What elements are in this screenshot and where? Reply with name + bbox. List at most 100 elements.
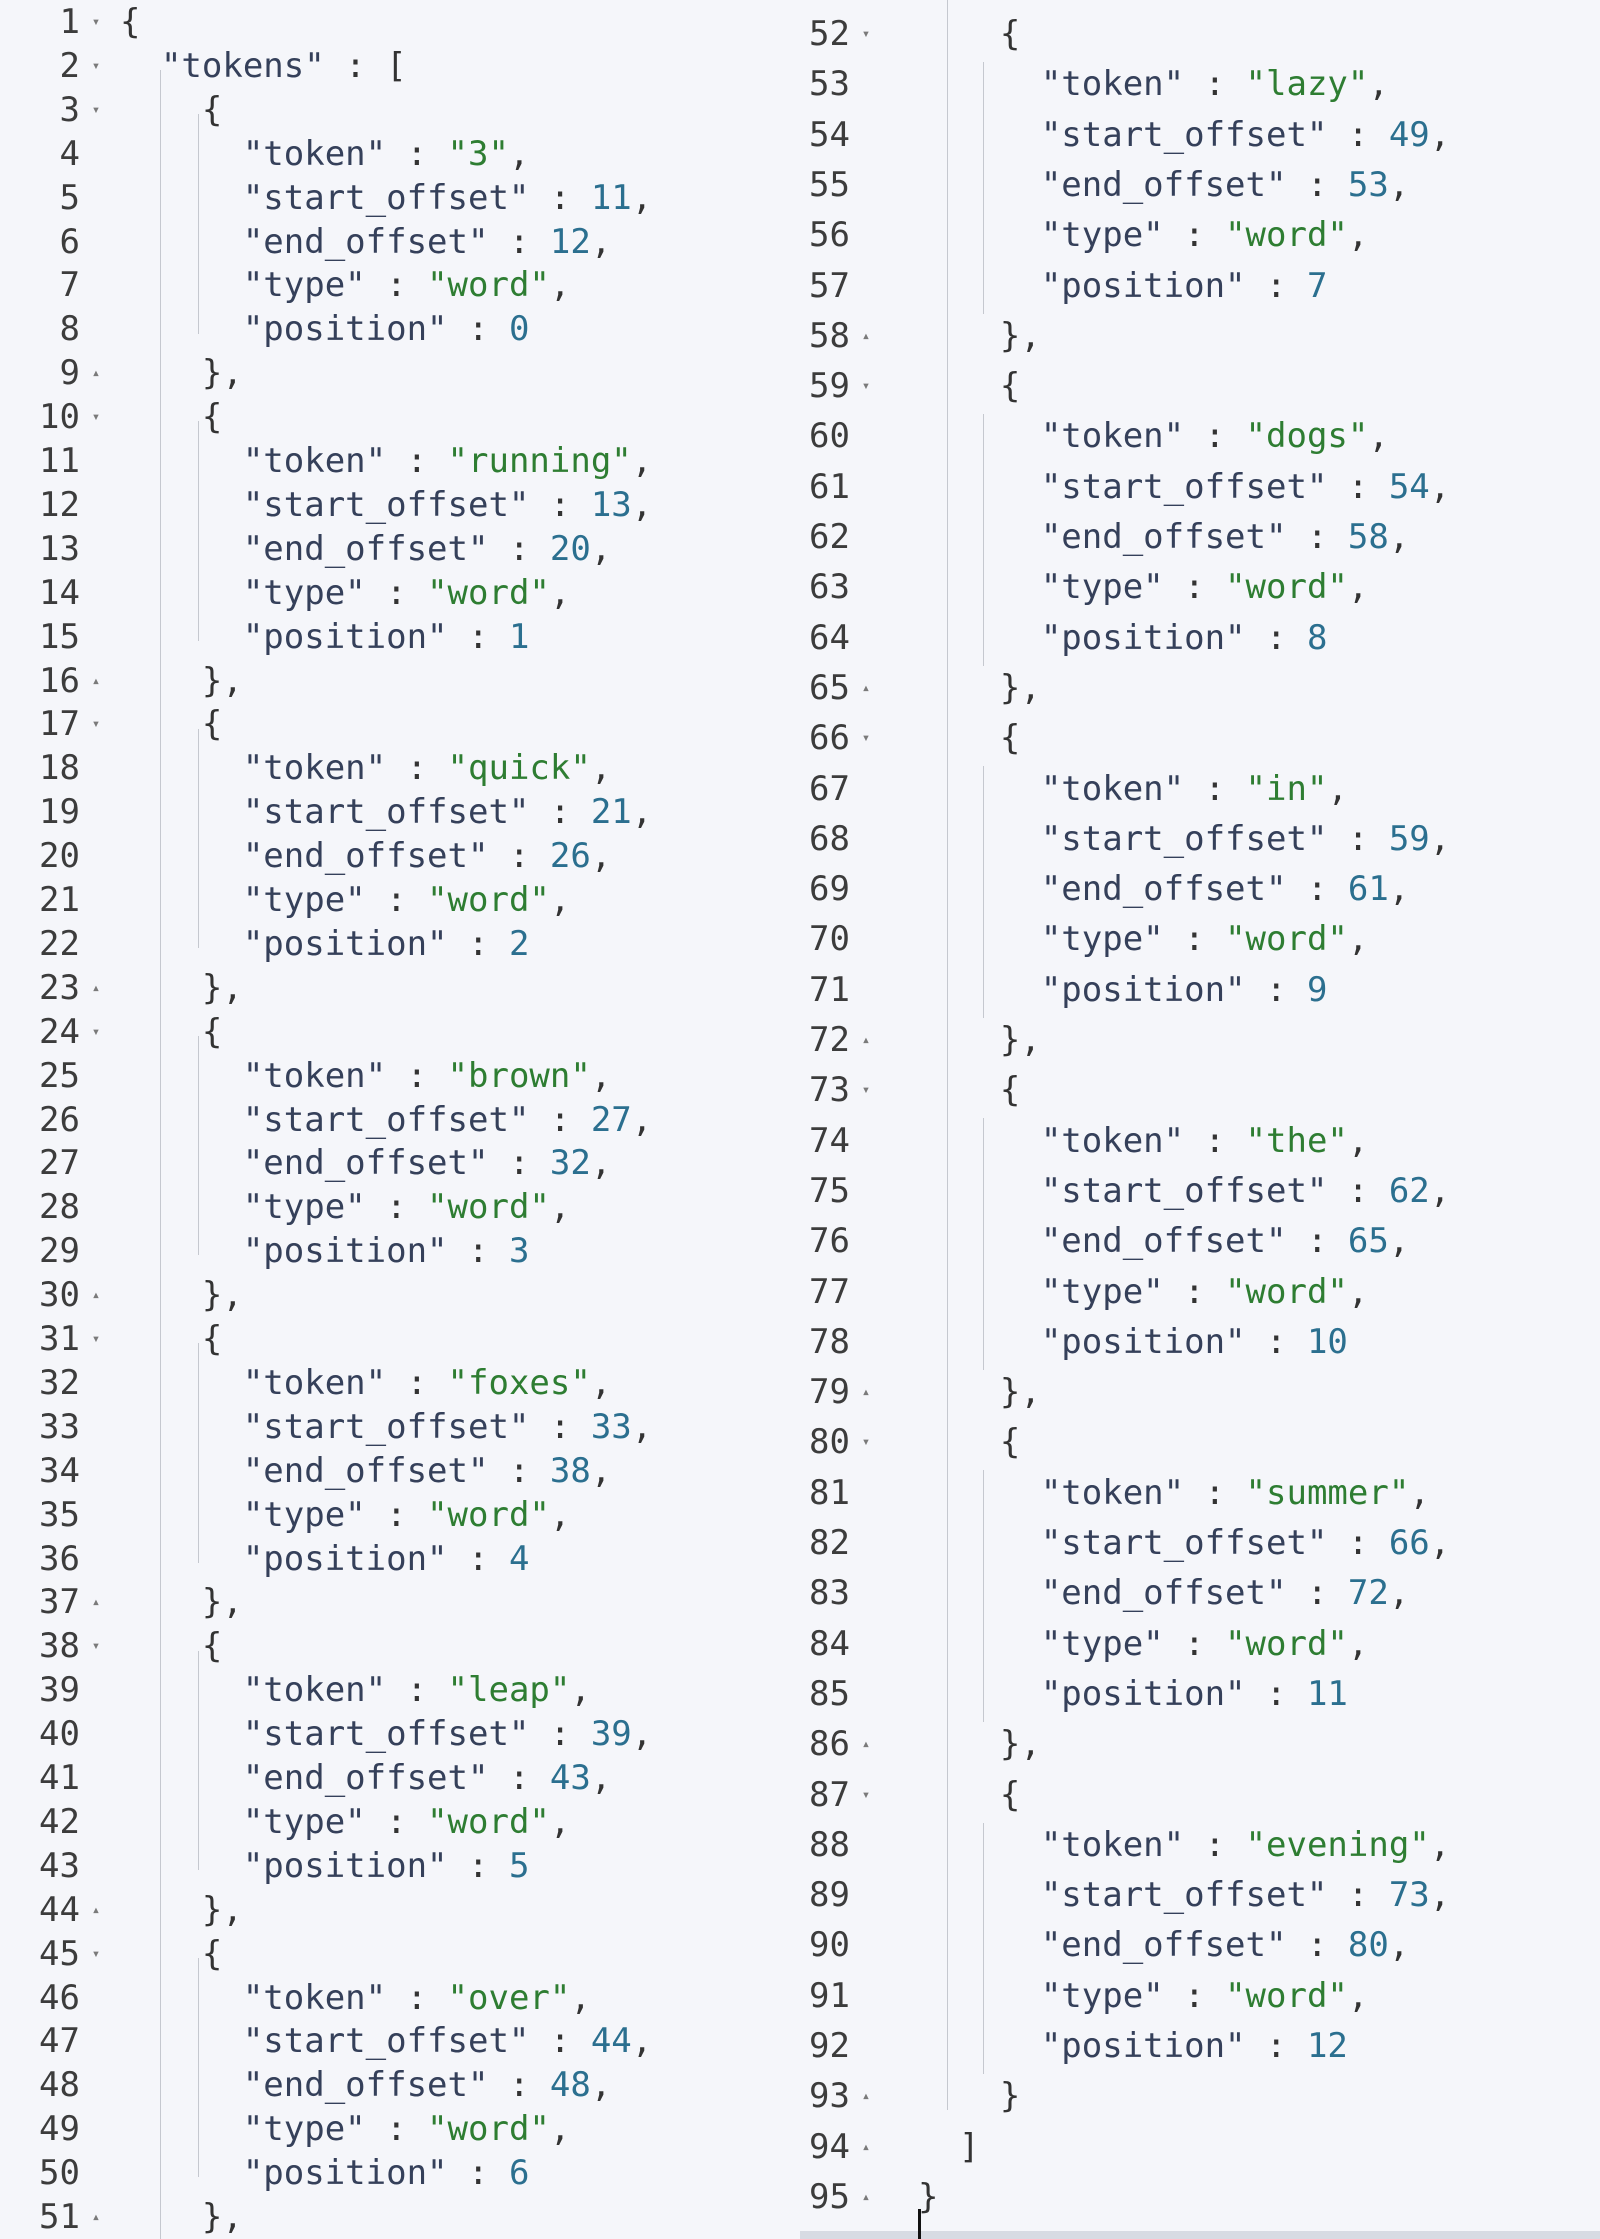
code-line[interactable]: 26 "start_offset" : 27, [0,1098,800,1142]
code-line[interactable]: 35 "type" : "word", [0,1493,800,1537]
code-line[interactable]: 88 "token" : "evening", [800,1823,1600,1867]
fold-collapse-icon[interactable]: ▾ [861,730,871,747]
code-line[interactable]: 54 "start_offset" : 49, [800,113,1600,157]
code-line[interactable]: 87▾ { [800,1773,1600,1817]
code-line[interactable]: 16▴ }, [0,659,800,703]
code-line[interactable]: 58▴ }, [800,314,1600,358]
fold-collapse-icon[interactable]: ▾ [861,26,871,42]
fold-expand-icon[interactable]: ▴ [861,2138,871,2155]
code-line[interactable]: 39 "token" : "leap", [0,1668,800,1712]
fold-collapse-icon[interactable]: ▾ [861,378,871,395]
code-line[interactable]: 74 "token" : "the", [800,1119,1600,1163]
code-line[interactable]: 28 "type" : "word", [0,1185,800,1229]
fold-collapse-icon[interactable]: ▾ [91,14,101,30]
code-line[interactable]: 84 "type" : "word", [800,1622,1600,1666]
fold-expand-icon[interactable]: ▴ [861,679,871,696]
fold-expand-icon[interactable]: ▴ [861,1032,871,1048]
code-line[interactable]: 62 "end_offset" : 58, [800,515,1600,559]
code-line[interactable]: 52▾ { [800,12,1600,56]
code-line[interactable]: 20 "end_offset" : 26, [0,834,800,878]
code-line[interactable]: 21 "type" : "word", [0,878,800,922]
code-line[interactable]: 36 "position" : 4 [0,1537,800,1581]
fold-collapse-icon[interactable]: ▾ [861,1434,871,1451]
code-line[interactable]: 59▾ { [800,364,1600,408]
code-line[interactable]: 78 "position" : 10 [800,1320,1600,1364]
editor-pane-right[interactable]: 52▾ { 53 "token" : "lazy", 54 "start_offse… [800,0,1600,2239]
code-line[interactable]: 19 "start_offset" : 21, [0,790,800,834]
code-line[interactable]: 79▴ }, [800,1370,1600,1414]
code-line[interactable]: 85 "position" : 11 [800,1672,1600,1716]
code-line[interactable]: 53 "token" : "lazy", [800,62,1600,106]
fold-collapse-icon[interactable]: ▾ [91,1023,101,1040]
code-line[interactable]: 27 "end_offset" : 32, [0,1141,800,1185]
code-line[interactable]: 50 "position" : 6 [0,2151,800,2195]
fold-collapse-icon[interactable]: ▾ [91,57,101,74]
code-line[interactable]: 63 "type" : "word", [800,565,1600,609]
code-line[interactable]: 80▾ { [800,1420,1600,1464]
code-line[interactable]: 33 "start_offset" : 33, [0,1405,800,1449]
fold-expand-icon[interactable]: ▴ [91,1594,101,1611]
code-line[interactable]: 45▾ { [0,1932,800,1976]
code-line[interactable]: 15 "position" : 1 [0,615,800,659]
code-line[interactable]: 12 "start_offset" : 13, [0,483,800,527]
fold-expand-icon[interactable]: ▴ [91,672,101,689]
code-line[interactable]: 71 "position" : 9 [800,968,1600,1012]
code-line[interactable]: 56 "type" : "word", [800,213,1600,257]
code-line[interactable]: 73▾ { [800,1068,1600,1112]
code-line[interactable]: 29 "position" : 3 [0,1229,800,1273]
fold-expand-icon[interactable]: ▴ [861,2088,871,2105]
code-line[interactable]: 92 "position" : 12 [800,2024,1600,2068]
code-line[interactable]: 51▴ }, [0,2195,800,2239]
code-line[interactable]: 77 "type" : "word", [800,1270,1600,1314]
code-line[interactable]: 55 "end_offset" : 53, [800,163,1600,207]
fold-collapse-icon[interactable]: ▾ [91,101,101,118]
code-line[interactable]: 11 "token" : "running", [0,439,800,483]
code-line[interactable]: 37▴ }, [0,1580,800,1624]
code-line[interactable]: 43 "position" : 5 [0,1844,800,1888]
code-line[interactable]: 89 "start_offset" : 73, [800,1873,1600,1917]
code-line[interactable]: 10▾ { [0,395,800,439]
code-line[interactable]: 90 "end_offset" : 80, [800,1923,1600,1967]
code-line[interactable]: 5 "start_offset" : 11, [0,176,800,220]
code-line[interactable]: 65▴ }, [800,666,1600,710]
code-line[interactable]: 41 "end_offset" : 43, [0,1756,800,1800]
fold-expand-icon[interactable]: ▴ [91,365,101,382]
code-line[interactable]: 42 "type" : "word", [0,1800,800,1844]
fold-expand-icon[interactable]: ▴ [861,1736,871,1753]
fold-expand-icon[interactable]: ▴ [91,1901,101,1918]
code-line[interactable]: 9▴ }, [0,351,800,395]
code-line[interactable]: 30▴ }, [0,1273,800,1317]
code-line[interactable]: 94▴ ] [800,2125,1600,2169]
code-line[interactable]: 57 "position" : 7 [800,264,1600,308]
fold-expand-icon[interactable]: ▴ [91,979,101,996]
code-line[interactable]: 61 "start_offset" : 54, [800,465,1600,509]
code-line[interactable]: 22 "position" : 2 [0,922,800,966]
code-line[interactable]: 91 "type" : "word", [800,1974,1600,2018]
code-line[interactable]: 48 "end_offset" : 48, [0,2063,800,2107]
code-line[interactable]: 76 "end_offset" : 65, [800,1219,1600,1263]
code-line[interactable]: 70 "type" : "word", [800,917,1600,961]
code-line[interactable]: 86▴ }, [800,1722,1600,1766]
code-line[interactable]: 40 "start_offset" : 39, [0,1712,800,1756]
fold-collapse-icon[interactable]: ▾ [861,1082,871,1099]
code-line[interactable]: 23▴ }, [0,966,800,1010]
code-line[interactable]: 95▴} [800,2175,1600,2219]
fold-collapse-icon[interactable]: ▾ [861,1786,871,1803]
fold-collapse-icon[interactable]: ▾ [91,409,101,426]
code-line[interactable]: 81 "token" : "summer", [800,1471,1600,1515]
code-line[interactable]: 47 "start_offset" : 44, [0,2019,800,2063]
code-line[interactable]: 1▾{ [0,0,800,44]
code-line[interactable]: 68 "start_offset" : 59, [800,817,1600,861]
fold-expand-icon[interactable]: ▴ [861,2188,871,2205]
code-line[interactable]: 67 "token" : "in", [800,767,1600,811]
code-line[interactable]: 82 "start_offset" : 66, [800,1521,1600,1565]
code-line[interactable]: 3▾ { [0,88,800,132]
code-line[interactable]: 49 "type" : "word", [0,2107,800,2151]
fold-expand-icon[interactable]: ▴ [861,327,871,344]
code-line[interactable]: 38▾ { [0,1624,800,1668]
code-line[interactable]: 46 "token" : "over", [0,1976,800,2020]
fold-expand-icon[interactable]: ▴ [91,1287,101,1304]
code-line[interactable]: 66▾ { [800,716,1600,760]
fold-expand-icon[interactable]: ▴ [91,2209,101,2225]
code-line[interactable]: 60 "token" : "dogs", [800,414,1600,458]
